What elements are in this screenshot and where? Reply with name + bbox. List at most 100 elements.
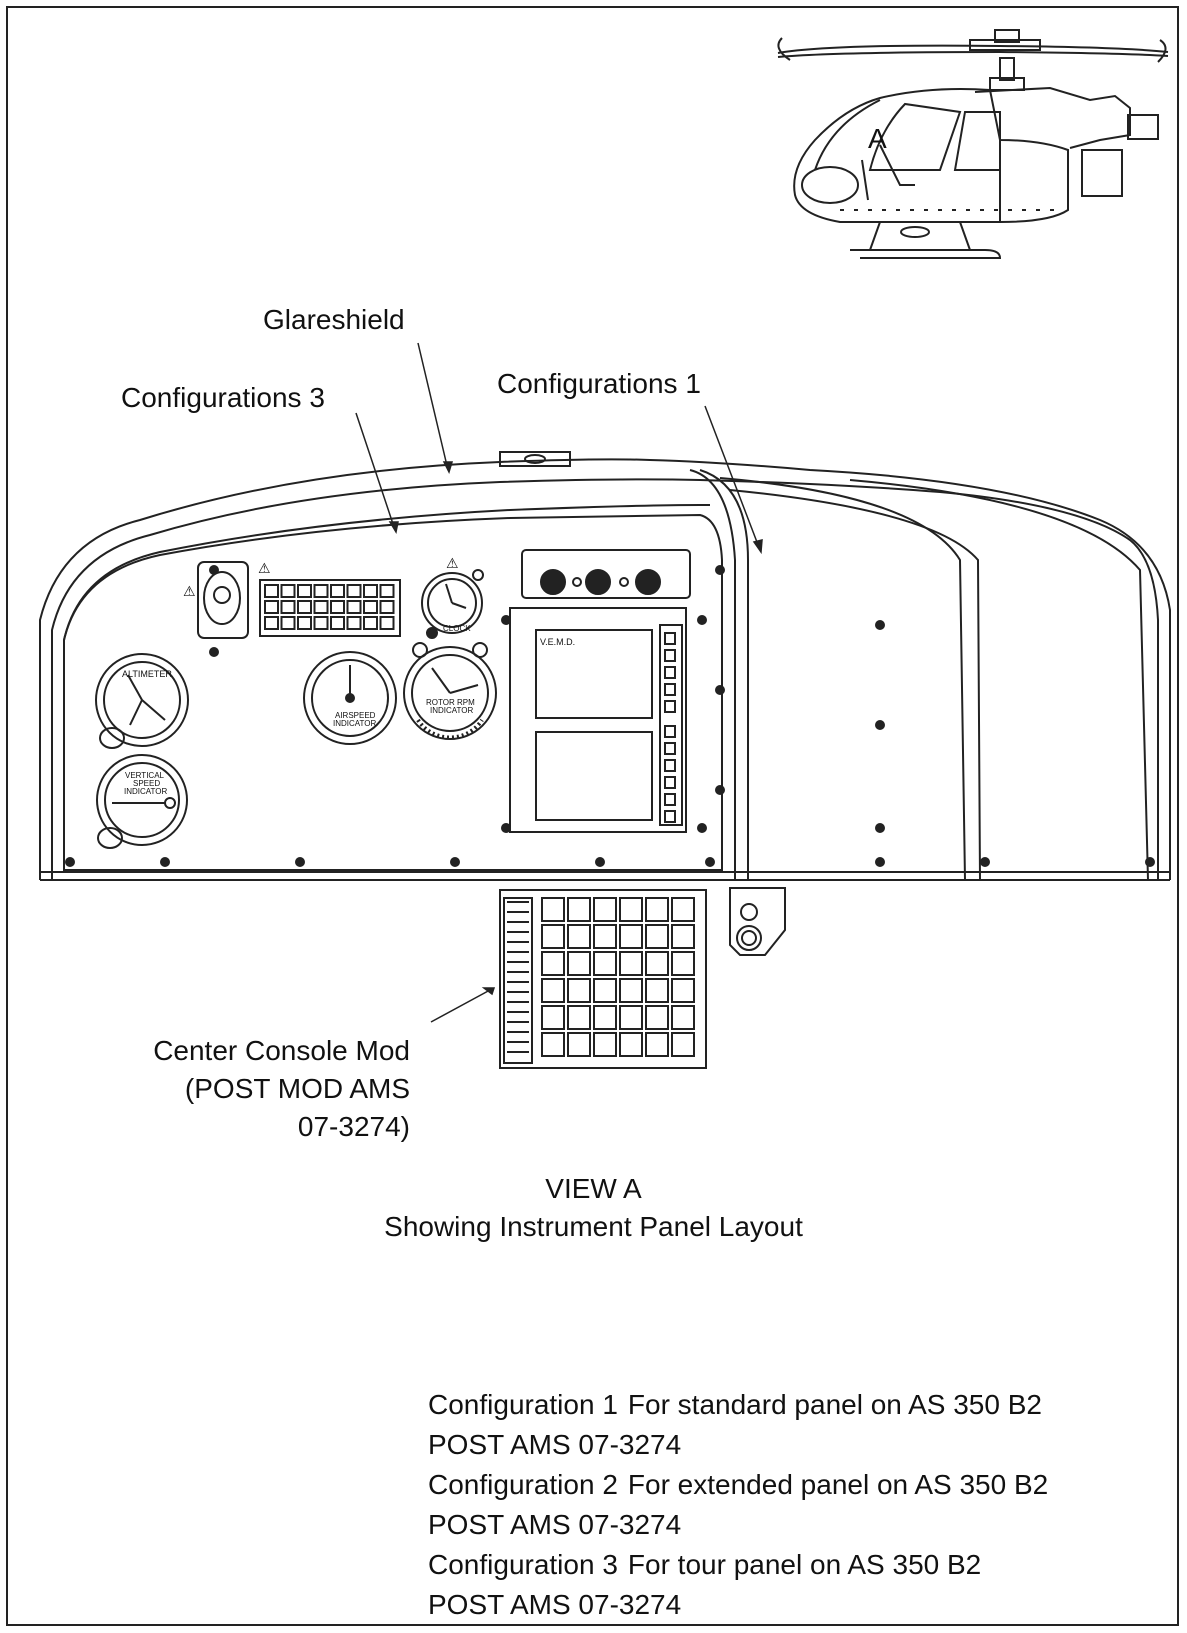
view-caption: VIEW A Showing Instrument Panel Layout: [0, 1170, 1187, 1246]
note-config: Configuration 1: [428, 1389, 618, 1420]
annunciator-cell: [363, 584, 378, 598]
panel-screws: [65, 565, 1155, 867]
vemd-label: V.E.M.D.: [540, 637, 575, 647]
console-key: [593, 924, 617, 949]
vertical-speed-gauge: [96, 754, 188, 849]
console-key: [671, 924, 695, 949]
vemd-button: [664, 700, 676, 713]
annunciator-cell: [280, 616, 296, 630]
note-row: Configuration 2 For extended panel on AS …: [428, 1465, 1048, 1505]
vemd-display-unit: [501, 607, 707, 833]
annunciator-cell: [264, 584, 279, 598]
vemd-button: [664, 725, 676, 738]
warning-glyph: ⚠: [183, 583, 196, 599]
airspeed-label-line2: INDICATOR: [333, 719, 376, 728]
annunciator-cell: [346, 616, 362, 630]
console-key: [541, 978, 565, 1003]
console-key: [645, 1005, 669, 1030]
vemd-button: [664, 810, 676, 823]
altimeter-gauge: [95, 653, 189, 749]
note-post-mod: POST AMS 07-3274: [428, 1509, 682, 1540]
annunciator-cell: [297, 616, 312, 630]
console-key: [593, 951, 617, 976]
configuration-notes: Configuration 1 For standard panel on AS …: [428, 1385, 1048, 1625]
center-console: [499, 887, 786, 1069]
vemd-button: [664, 666, 676, 679]
console-key: [671, 1032, 695, 1057]
clock-gauge: [421, 569, 484, 639]
glareshield-outline: [39, 451, 1171, 881]
annunciator-cell: [280, 584, 296, 598]
configuration-3-label: Configurations 3: [121, 382, 325, 413]
configuration-1-label: Configurations 1: [497, 368, 701, 399]
console-key: [645, 978, 669, 1003]
console-key: [567, 897, 591, 922]
console-key: [619, 1032, 643, 1057]
center-console-callout-line: 07-3274): [297, 1111, 410, 1142]
note-config: Configuration 2: [428, 1469, 618, 1500]
note-description: For tour panel on AS 350 B2: [627, 1549, 982, 1580]
console-key: [567, 951, 591, 976]
annunciator-cell: [379, 584, 395, 598]
annunciator-cell: [264, 600, 279, 614]
console-key: [541, 897, 565, 922]
note-post-mod: POST AMS 07-3274: [428, 1429, 682, 1460]
console-key: [671, 897, 695, 922]
annunciator-cell: [379, 600, 395, 614]
annunciator-cell: [280, 600, 296, 614]
console-key: [671, 1005, 695, 1030]
console-key: [645, 924, 669, 949]
annunciator-cell: [330, 600, 345, 614]
annunciator-cell: [313, 616, 329, 630]
note-description: For standard panel on AS 350 B2: [627, 1389, 1042, 1420]
airspeed-label-line1: AIRSPEED: [335, 711, 376, 720]
console-key: [619, 978, 643, 1003]
center-console-callout-line: Center Console Mod: [153, 1035, 410, 1066]
console-key: [593, 978, 617, 1003]
figure-border: [6, 6, 1179, 1626]
console-key: [541, 951, 565, 976]
vemd-button: [664, 742, 676, 755]
annunciator-cell: [363, 600, 378, 614]
vemd-button: [664, 776, 676, 789]
console-key: [619, 897, 643, 922]
console-key: [645, 951, 669, 976]
note-row: Configuration 1 For standard panel on AS …: [428, 1385, 1048, 1425]
center-console-callout: Center Console Mod (POST MOD AMS 07-3274…: [153, 1032, 410, 1146]
helicopter-illustration: [777, 29, 1169, 259]
annunciator-cell: [379, 616, 395, 630]
annunciator-cell: [330, 616, 345, 630]
clock-label: CLOCK: [443, 624, 471, 633]
annunciator-cell: [297, 584, 312, 598]
rotor-rpm-label-line1: ROTOR RPM: [426, 698, 475, 707]
console-key: [541, 1032, 565, 1057]
emergency-switch: [197, 561, 249, 657]
altimeter-label: ALTIMETER: [122, 669, 172, 679]
console-key: [567, 924, 591, 949]
annunciator-cell: [346, 600, 362, 614]
view-subtitle: Showing Instrument Panel Layout: [384, 1211, 803, 1242]
airspeed-gauge: [303, 651, 397, 745]
console-key: [645, 1032, 669, 1057]
view-title: VIEW A: [545, 1173, 642, 1204]
console-key: [671, 951, 695, 976]
console-key: [541, 1005, 565, 1030]
glareshield-label: Glareshield: [263, 304, 405, 335]
console-key: [619, 1005, 643, 1030]
console-key: [619, 924, 643, 949]
console-key: [567, 1032, 591, 1057]
annunciator-cell: [313, 600, 329, 614]
vemd-button: [664, 649, 676, 662]
console-key: [567, 1005, 591, 1030]
annunciator-panel: [259, 579, 401, 637]
note-description: For extended panel on AS 350 B2: [627, 1469, 1049, 1500]
vsi-label-line1: VERTICAL: [125, 771, 165, 780]
annunciator-cell: [313, 584, 329, 598]
lighting-knob-panel: [521, 549, 691, 599]
instrument-panel: ⚠ ⚠ CLOCK ⚠: [63, 513, 1155, 871]
console-key: [671, 978, 695, 1003]
vemd-button: [664, 632, 676, 645]
